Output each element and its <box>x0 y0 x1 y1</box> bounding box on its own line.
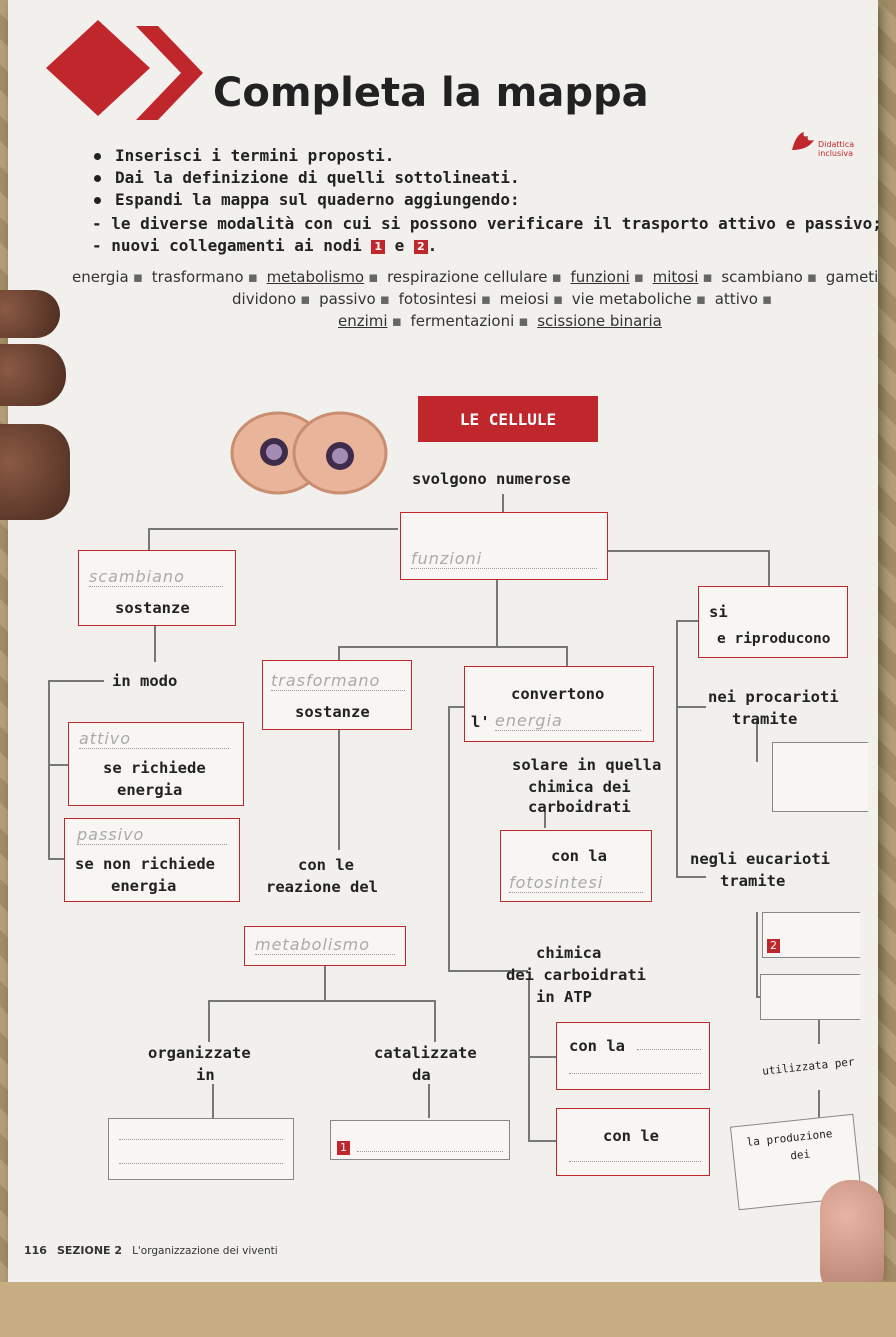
label-catalizzate-1: catalizzate <box>374 1044 477 1062</box>
label-con-le-1: con le <box>298 856 354 874</box>
procarioti-answer-box[interactable] <box>772 742 868 812</box>
eucarioti-answer-box-1[interactable]: 2 <box>762 912 860 958</box>
node-2-marker: 2 <box>767 939 780 953</box>
instruction-3: Espandi la mappa sul quaderno aggiungend… <box>94 190 520 209</box>
enzimi-answer-box[interactable]: 1 <box>330 1120 510 1160</box>
finger-image <box>0 290 60 338</box>
scambiano-answer: scambiano <box>89 567 223 587</box>
page-footer: 116 SEZIONE 2 L'organizzazione dei viven… <box>24 1244 278 1257</box>
label-in-modo: in modo <box>112 672 178 690</box>
label-utilizzata: utilizzata per <box>761 1055 856 1078</box>
instruction-2: Dai la definizione di quelli sottolineat… <box>94 168 520 187</box>
label-tramite-2: tramite <box>720 872 786 890</box>
organizzate-answer-box[interactable] <box>108 1118 294 1180</box>
chevron-arrow-icon <box>46 20 203 120</box>
trasformano-box[interactable]: trasformano sostanze <box>262 660 412 730</box>
instruction-1: Inserisci i termini proposti. <box>94 146 394 165</box>
node-1-marker: 1 <box>337 1141 350 1155</box>
passivo-answer: passivo <box>77 825 227 845</box>
metabolismo-answer: metabolismo <box>255 935 395 955</box>
node-1-badge: 1 <box>371 239 386 254</box>
label-chimica-2: dei carboidrati <box>506 966 646 984</box>
hand-logo-icon <box>792 132 814 150</box>
root-node: LE CELLULE <box>418 396 598 442</box>
energia-box[interactable]: convertono l' energia <box>464 666 654 742</box>
label-sostanze-2: sostanze <box>295 703 370 721</box>
sub-instruction-2: - nuovi collegamenti ai nodi 1 e 2. <box>92 236 438 255</box>
label-con-le-2: con le <box>603 1127 659 1145</box>
attivo-box[interactable]: attivo se richiede energia <box>68 722 244 806</box>
label-chimica-1: chimica <box>536 944 602 962</box>
fermentazioni-box[interactable]: con le <box>556 1108 710 1176</box>
riproducono-box[interactable]: si e riproducono <box>698 586 848 658</box>
terms-row-3: enzimi▪ fermentazioni▪ scissione binaria <box>338 312 662 330</box>
sub-instruction-1: - le diverse modalità con cui si possono… <box>92 214 882 233</box>
label-se-non-1: se non richiede <box>75 855 215 873</box>
section-subtitle: L'organizzazione dei viventi <box>132 1245 278 1257</box>
bullet-icon <box>94 197 101 204</box>
logo-text: Didattica inclusiva <box>818 140 855 158</box>
node-2-badge: 2 <box>413 239 428 254</box>
label-sostanze-1: sostanze <box>115 599 190 617</box>
page-number: 116 <box>24 1244 47 1257</box>
label-l-prefix: l' <box>471 713 490 731</box>
label-solare-1: solare in quella <box>512 756 662 774</box>
bullet-icon <box>94 153 101 160</box>
metabolismo-box[interactable]: metabolismo <box>244 926 406 966</box>
terms-row-1: energia▪ trasformano▪ metabolismo▪ respi… <box>72 268 879 286</box>
funzioni-box[interactable]: funzioni <box>400 512 608 580</box>
label-se-richiede-2: energia <box>117 781 183 799</box>
label-con-la-1: con la <box>551 847 607 865</box>
finger-image <box>0 344 66 406</box>
label-se-non-2: energia <box>111 877 177 895</box>
textbook-page: Completa la mappa Didattica inclusiva In… <box>8 0 882 1282</box>
finger-image <box>0 424 70 520</box>
page-title: Completa la mappa <box>213 70 649 116</box>
label-eucarioti: negli eucarioti <box>690 850 830 868</box>
energia-answer: energia <box>495 711 641 731</box>
label-tramite-1: tramite <box>732 710 798 728</box>
label-chimica-3: in ATP <box>536 988 592 1006</box>
label-organizzate-2: in <box>196 1066 215 1084</box>
label-reazione-del: reazione del <box>266 878 378 896</box>
funzioni-answer: funzioni <box>411 549 597 569</box>
attivo-answer: attivo <box>79 729 229 749</box>
passivo-box[interactable]: passivo se non richiede energia <box>64 818 240 902</box>
label-riproducono: e riproducono <box>717 631 831 647</box>
terms-row-2: dividono▪ passivo▪ fotosintesi▪ meiosi▪ … <box>232 290 773 308</box>
fotosintesi-box[interactable]: con la fotosintesi <box>500 830 652 902</box>
label-organizzate-1: organizzate <box>148 1044 251 1062</box>
label-procarioti: nei procarioti <box>708 688 839 706</box>
label-produzione-1: la produzione <box>746 1127 833 1150</box>
label-solare-2: chimica dei <box>528 778 631 796</box>
dividing-cells-image <box>230 411 388 495</box>
section-label: SEZIONE 2 <box>56 1244 123 1257</box>
respirazione-box[interactable]: con la <box>556 1022 710 1090</box>
background-card <box>0 1282 896 1337</box>
label-svolgono: svolgono numerose <box>412 470 571 488</box>
scambiano-box[interactable]: scambiano sostanze <box>78 550 236 626</box>
trasformano-answer: trasformano <box>271 671 405 691</box>
label-si: si <box>709 603 728 621</box>
label-se-richiede-1: se richiede <box>103 759 206 777</box>
fotosintesi-answer: fotosintesi <box>509 873 643 893</box>
bullet-icon <box>94 175 101 182</box>
label-convertono: convertono <box>511 685 605 703</box>
label-catalizzate-2: da <box>412 1066 431 1084</box>
label-produzione-2: dei <box>789 1147 811 1163</box>
label-solare-3: carboidrati <box>528 798 631 816</box>
finger-image <box>820 1180 884 1300</box>
eucarioti-answer-box-2[interactable] <box>760 974 860 1020</box>
label-con-la-2: con la <box>569 1037 625 1055</box>
